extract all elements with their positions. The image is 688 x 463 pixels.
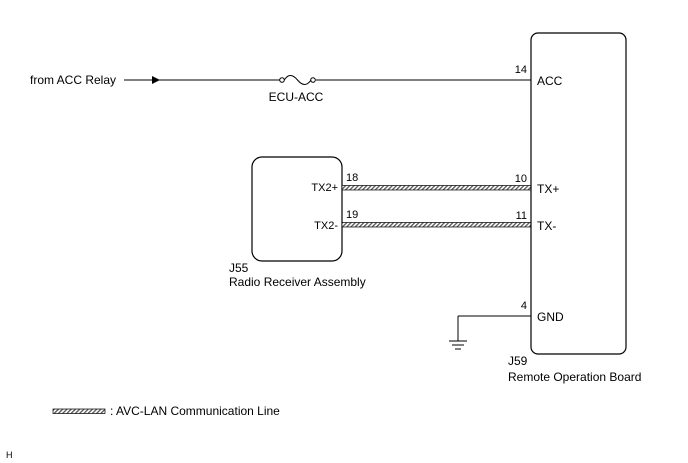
fuse-label: ECU-ACC bbox=[269, 90, 324, 104]
tx-plus-signal-label: TX+ bbox=[537, 182, 559, 196]
legend-avc-lan-swatch bbox=[52, 408, 106, 414]
avc-lan-line-tx-plus bbox=[341, 185, 532, 191]
ground-wire bbox=[457, 315, 531, 341]
pin-4-label: 4 bbox=[521, 300, 527, 312]
tx2-minus-signal: TX2- bbox=[314, 220, 338, 232]
fuse-symbol bbox=[279, 75, 316, 85]
gnd-signal-label: GND bbox=[537, 310, 564, 324]
pin-11-label: 11 bbox=[516, 210, 527, 222]
tx2-plus-signal: TX2+ bbox=[311, 182, 338, 194]
receiver-connector-label: J55 bbox=[229, 261, 249, 275]
from-acc-relay-label: from ACC Relay bbox=[30, 73, 116, 87]
avc-lan-line-tx-minus bbox=[341, 222, 532, 228]
ground-icon bbox=[449, 340, 467, 350]
radio-receiver-box bbox=[251, 156, 343, 262]
receiver-name-label: Radio Receiver Assembly bbox=[229, 275, 366, 289]
remote-operation-board-box bbox=[530, 32, 627, 355]
pin-14-label: 14 bbox=[515, 64, 527, 76]
corner-mark: H bbox=[6, 450, 13, 460]
acc-signal-label: ACC bbox=[537, 74, 563, 88]
legend-text: : AVC-LAN Communication Line bbox=[110, 404, 280, 418]
pin-10-label: 10 bbox=[515, 173, 527, 185]
pin-19-label: 19 bbox=[346, 209, 358, 221]
board-connector-label: J59 bbox=[508, 354, 528, 368]
tx-minus-signal-label: TX- bbox=[537, 219, 556, 233]
pin-18-label: 18 bbox=[346, 172, 358, 184]
board-name-label: Remote Operation Board bbox=[508, 370, 641, 384]
acc-supply-line bbox=[124, 76, 531, 84]
